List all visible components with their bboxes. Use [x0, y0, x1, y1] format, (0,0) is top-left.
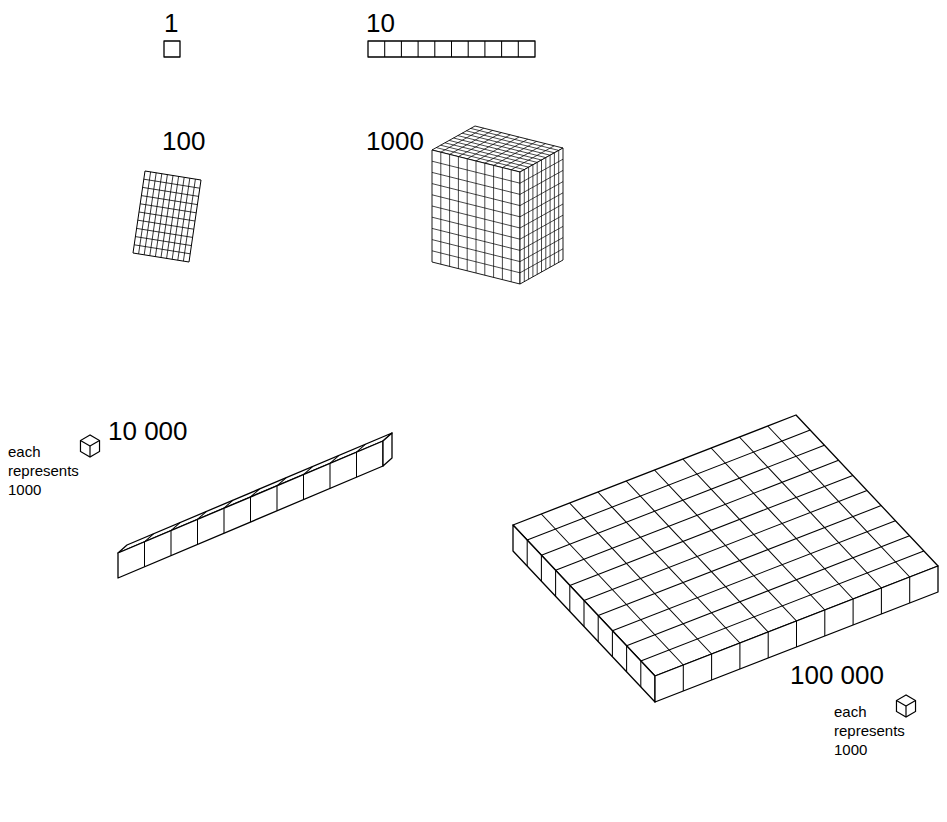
value-label: 1: [164, 10, 178, 36]
cube-right-face: [520, 148, 563, 284]
value-label: 100 000: [790, 662, 884, 688]
slab-right-side: [655, 566, 938, 702]
value-label: 1000: [366, 128, 424, 154]
rod-front: [118, 441, 383, 578]
slab-top: [513, 415, 938, 676]
unit-cube: [164, 41, 180, 57]
scale-note: each represents 1000: [834, 702, 914, 759]
value-label: 100: [162, 128, 205, 154]
rod-end: [383, 433, 392, 466]
value-label: 10 000: [108, 418, 188, 444]
cube-icon: [80, 435, 99, 457]
cube-left-face: [432, 150, 520, 284]
cube-icon: [896, 695, 915, 717]
illustration: [80, 41, 938, 717]
slab-left-side: [513, 525, 655, 702]
ten-rod: [368, 41, 535, 57]
scale-note: each represents 1000: [8, 442, 88, 499]
hundred-flat: [133, 171, 201, 262]
value-label: 10: [366, 10, 395, 36]
